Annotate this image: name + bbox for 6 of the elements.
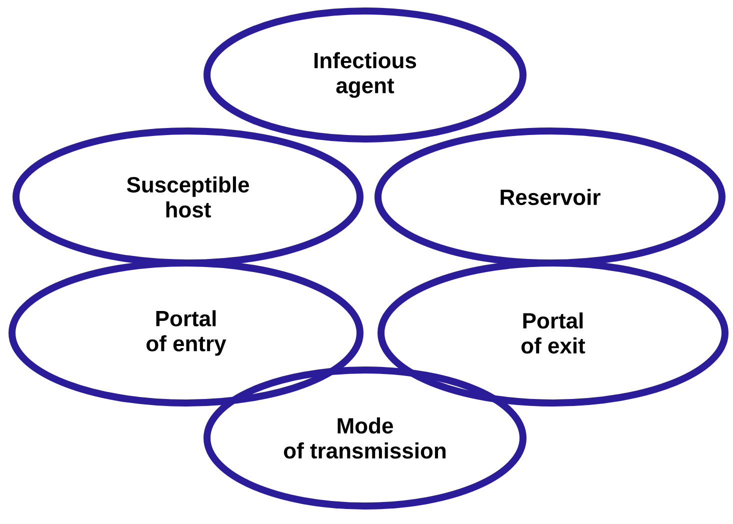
- oval: Portal of exit: [378, 260, 728, 406]
- oval: Reservoir: [374, 128, 726, 266]
- oval: Susceptible host: [12, 128, 364, 266]
- oval: Portal of entry: [8, 260, 364, 406]
- oval: Infectious agent: [204, 8, 526, 142]
- oval: Mode of transmission: [204, 366, 526, 510]
